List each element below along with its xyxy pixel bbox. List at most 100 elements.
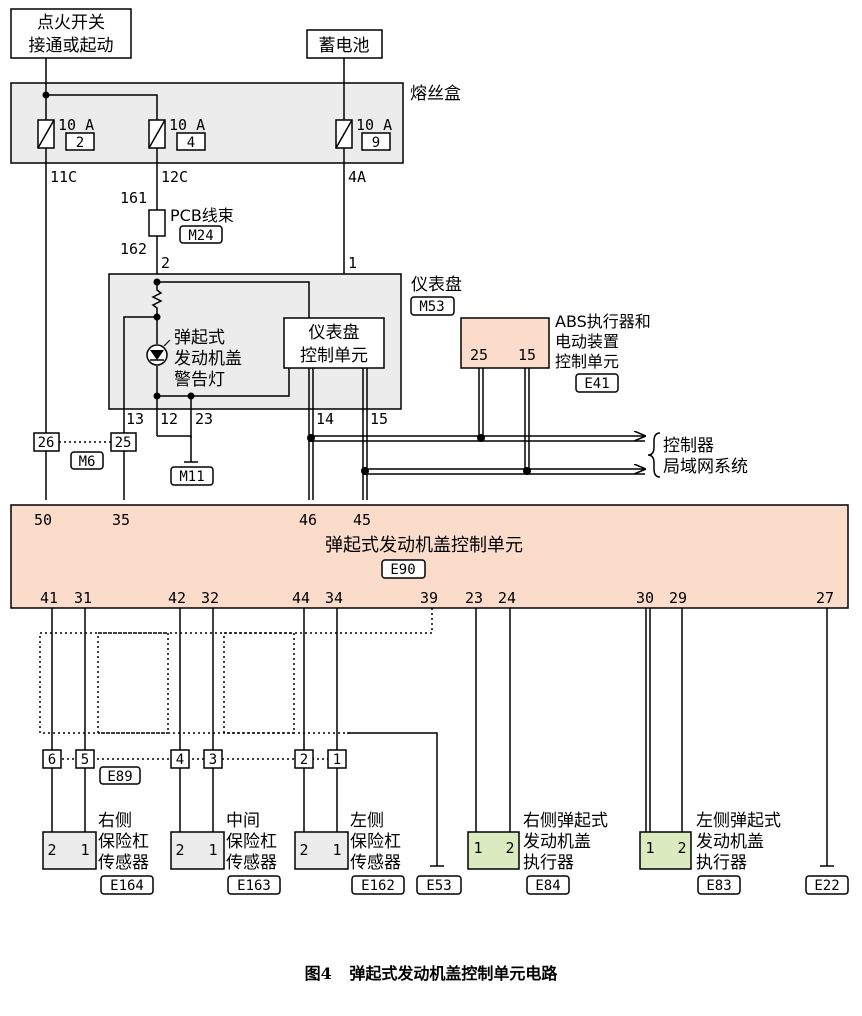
panel-pin-15: 15 bbox=[370, 410, 388, 428]
fuse-1-number: 2 bbox=[76, 135, 84, 151]
battery-label: 蓄电池 bbox=[319, 36, 370, 56]
panel-ecu-label-1: 仪表盘 bbox=[309, 323, 360, 343]
actuator-right: 1 2 右侧弹起式 发动机盖 执行器 E84 bbox=[467, 811, 608, 895]
battery-box: 蓄电池 bbox=[306, 29, 383, 59]
fuse-3-terminal: 4A bbox=[348, 168, 366, 186]
sensor-left: 2 1 左侧 保险杠 传感器 E162 bbox=[294, 811, 405, 895]
fuse-2-number: 4 bbox=[187, 135, 195, 151]
ground-e53-code: E53 bbox=[426, 878, 451, 894]
connector-e89: 6 5 4 3 2 1 E89 bbox=[42, 749, 347, 785]
panel-pin-14: 14 bbox=[316, 410, 334, 428]
ground-e22-code: E22 bbox=[814, 878, 839, 894]
instrument-panel: 仪表盘 M53 2 1 仪表盘 控制单元 弹起式 发动机盖 警告灯 bbox=[108, 254, 462, 410]
fuse-2: 10 A 4 12C bbox=[148, 116, 206, 186]
abs-unit: 25 15 ABS执行器和 电动装置 控制单元 E41 bbox=[460, 312, 651, 393]
panel-pin-2: 2 bbox=[161, 254, 170, 272]
abs-pin-15: 15 bbox=[518, 346, 536, 364]
sensor-right-label-2: 保险杠 bbox=[98, 832, 149, 852]
actuator-left-label-3: 执行器 bbox=[696, 853, 747, 873]
figure-number: 图4 bbox=[304, 964, 332, 983]
junction-dot bbox=[187, 392, 195, 400]
lamp-label-2: 发动机盖 bbox=[174, 349, 242, 369]
actuator-right-label-1: 右侧弹起式 bbox=[523, 811, 608, 831]
panel-ecu-label-2: 控制单元 bbox=[300, 346, 368, 366]
sensor-left-label-1: 左侧 bbox=[350, 811, 384, 831]
fuse-2-rating: 10 A bbox=[169, 116, 205, 134]
ignition-switch-box: 点火开关 接通或起动 bbox=[10, 8, 132, 59]
junction-dot bbox=[153, 313, 161, 321]
fuse-1-rating: 10 A bbox=[58, 116, 94, 134]
panel-pin-13: 13 bbox=[126, 410, 144, 428]
can-label-1: 控制器 bbox=[663, 436, 714, 456]
ground-m11: M11 bbox=[170, 466, 214, 486]
fuse-2-terminal: 12C bbox=[161, 168, 188, 186]
actuator-left-code: E83 bbox=[706, 878, 731, 894]
ground-e22: E22 bbox=[805, 875, 849, 895]
pcb-harness: 161 PCB线束 M24 162 bbox=[120, 189, 234, 282]
actuator-left-pin-1: 1 bbox=[645, 839, 654, 857]
main-pin-42: 42 bbox=[168, 589, 186, 607]
actuator-left: 1 2 左侧弹起式 发动机盖 执行器 E83 bbox=[639, 811, 781, 895]
figure-caption: 图4 弹起式发动机盖控制单元电路 bbox=[0, 960, 862, 984]
junction-dot bbox=[42, 91, 50, 99]
actuator-right-code: E84 bbox=[535, 878, 560, 894]
e89-pin-5: 5 bbox=[81, 752, 89, 768]
m6-pin-26: 26 bbox=[38, 435, 55, 451]
fuse-1: 10 A 2 11C bbox=[37, 116, 95, 186]
sensor-right-label-3: 传感器 bbox=[98, 853, 149, 873]
main-pin-32: 32 bbox=[201, 589, 219, 607]
e89-pin-1: 1 bbox=[333, 752, 341, 768]
main-pin-24: 24 bbox=[498, 589, 516, 607]
main-control-unit: 50 35 46 45 弹起式发动机盖控制单元 E90 41 31 42 32 … bbox=[10, 504, 849, 609]
connector-m6: 26 25 M6 bbox=[33, 432, 137, 470]
actuator-left-label-2: 发动机盖 bbox=[696, 832, 764, 852]
pcb-pin-top: 161 bbox=[120, 189, 147, 207]
sensor-center-pin-2: 2 bbox=[175, 841, 184, 859]
instrument-panel-title: 仪表盘 bbox=[411, 275, 462, 295]
junction-dot bbox=[477, 434, 485, 442]
abs-label-2: 电动装置 bbox=[555, 332, 619, 351]
shield-lines bbox=[39, 608, 433, 734]
junction-dot bbox=[361, 467, 369, 475]
lamp-label-1: 弹起式 bbox=[174, 328, 225, 348]
abs-code: E41 bbox=[584, 376, 609, 392]
m6-code: M6 bbox=[79, 454, 96, 470]
sensor-right: 2 1 右侧 保险杠 传感器 E164 bbox=[42, 811, 154, 895]
ground-e53: E53 bbox=[416, 875, 462, 895]
figure-title: 弹起式发动机盖控制单元电路 bbox=[349, 964, 558, 983]
panel-pin-12: 12 bbox=[160, 410, 178, 428]
main-pin-41: 41 bbox=[40, 589, 58, 607]
e89-pin-4: 4 bbox=[176, 752, 184, 768]
ground-m11-code: M11 bbox=[179, 469, 204, 485]
e89-code: E89 bbox=[107, 769, 132, 785]
e89-pin-6: 6 bbox=[48, 752, 56, 768]
lamp-label-3: 警告灯 bbox=[174, 370, 225, 390]
sensor-right-label-1: 右侧 bbox=[98, 811, 132, 831]
fuse-box-title: 熔丝盒 bbox=[410, 84, 461, 104]
sensor-right-code: E164 bbox=[110, 878, 144, 894]
fuse-1-terminal: 11C bbox=[50, 168, 77, 186]
pcb-label: PCB线束 bbox=[170, 206, 234, 225]
main-pin-44: 44 bbox=[292, 589, 310, 607]
e89-pin-3: 3 bbox=[209, 752, 217, 768]
sensor-center-code: E163 bbox=[237, 878, 271, 894]
actuator-right-label-3: 执行器 bbox=[523, 853, 574, 873]
sensor-right-pin-2: 2 bbox=[47, 841, 56, 859]
fuse-3-number: 9 bbox=[372, 135, 380, 151]
sensor-center-label-1: 中间 bbox=[226, 811, 260, 831]
junction-dot bbox=[153, 392, 161, 400]
sensor-left-code: E162 bbox=[361, 878, 395, 894]
sensor-center-label-2: 保险杠 bbox=[226, 832, 277, 852]
sensor-wires bbox=[51, 608, 834, 867]
main-pin-27: 27 bbox=[816, 589, 834, 607]
main-pin-35: 35 bbox=[112, 511, 130, 529]
can-bus-lines bbox=[309, 368, 661, 478]
can-label-2: 局域网系统 bbox=[663, 457, 748, 477]
sensor-left-pin-2: 2 bbox=[299, 841, 308, 859]
sensor-center-pin-1: 1 bbox=[208, 841, 217, 859]
instrument-panel-code: M53 bbox=[419, 299, 444, 315]
actuator-right-pin-1: 1 bbox=[473, 839, 482, 857]
main-pin-29: 29 bbox=[669, 589, 687, 607]
sensor-left-label-3: 传感器 bbox=[350, 853, 401, 873]
main-pin-23: 23 bbox=[465, 589, 483, 607]
